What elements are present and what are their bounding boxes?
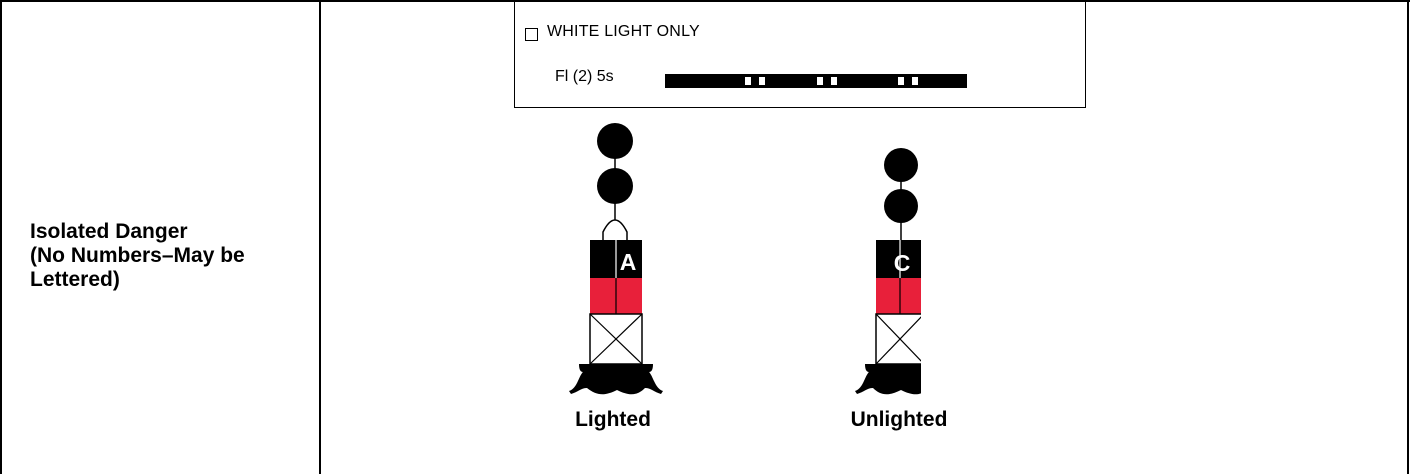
row-label-line-3: Lettered) [30, 268, 120, 291]
light-housing [602, 219, 628, 241]
buoy-waterline [855, 370, 921, 395]
buoy-caption-unlighted: Unlighted [850, 408, 948, 431]
row-label-line-2: (No Numbers–May be [30, 244, 245, 267]
light-characteristic-code: Fl (2) 5s [555, 68, 614, 85]
buoy-letter: C [894, 250, 911, 276]
buoy-illustrations: A C [569, 123, 921, 395]
topmark-sphere-upper [884, 148, 918, 182]
row-label-line-1: Isolated Danger [30, 220, 188, 243]
buoy-caption-lighted: Lighted [575, 408, 651, 431]
flash-mark [831, 77, 837, 85]
table-left-border [0, 0, 2, 474]
legend-title: WHITE LIGHT ONLY [547, 23, 700, 40]
topmark-sphere-lower [884, 189, 918, 223]
unlighted-buoy-icon: C [855, 148, 921, 395]
buoy-red-band [876, 278, 921, 314]
flash-mark [912, 77, 918, 85]
row-category-label: Isolated Danger (No Numbers–May be Lette… [30, 220, 310, 292]
buoy-black-band [876, 240, 921, 278]
flash-mark [745, 77, 751, 85]
light-legend-box: WHITE LIGHT ONLY Fl (2) 5s [514, 2, 1086, 108]
flash-pattern-bar-icon [665, 74, 967, 88]
flash-mark [759, 77, 765, 85]
flash-mark [898, 77, 904, 85]
table-top-border [0, 0, 1410, 2]
lighted-buoy-icon: A [569, 123, 663, 395]
buoy-letter: A [620, 249, 637, 275]
buoy-waterline [569, 370, 663, 395]
column-divider [319, 0, 321, 474]
flash-bar-background [665, 74, 967, 88]
topmark-sphere-upper [597, 123, 633, 159]
table-right-border [1407, 0, 1409, 474]
empty-square-icon [525, 28, 538, 41]
topmark-sphere-lower [597, 168, 633, 204]
flash-mark [817, 77, 823, 85]
